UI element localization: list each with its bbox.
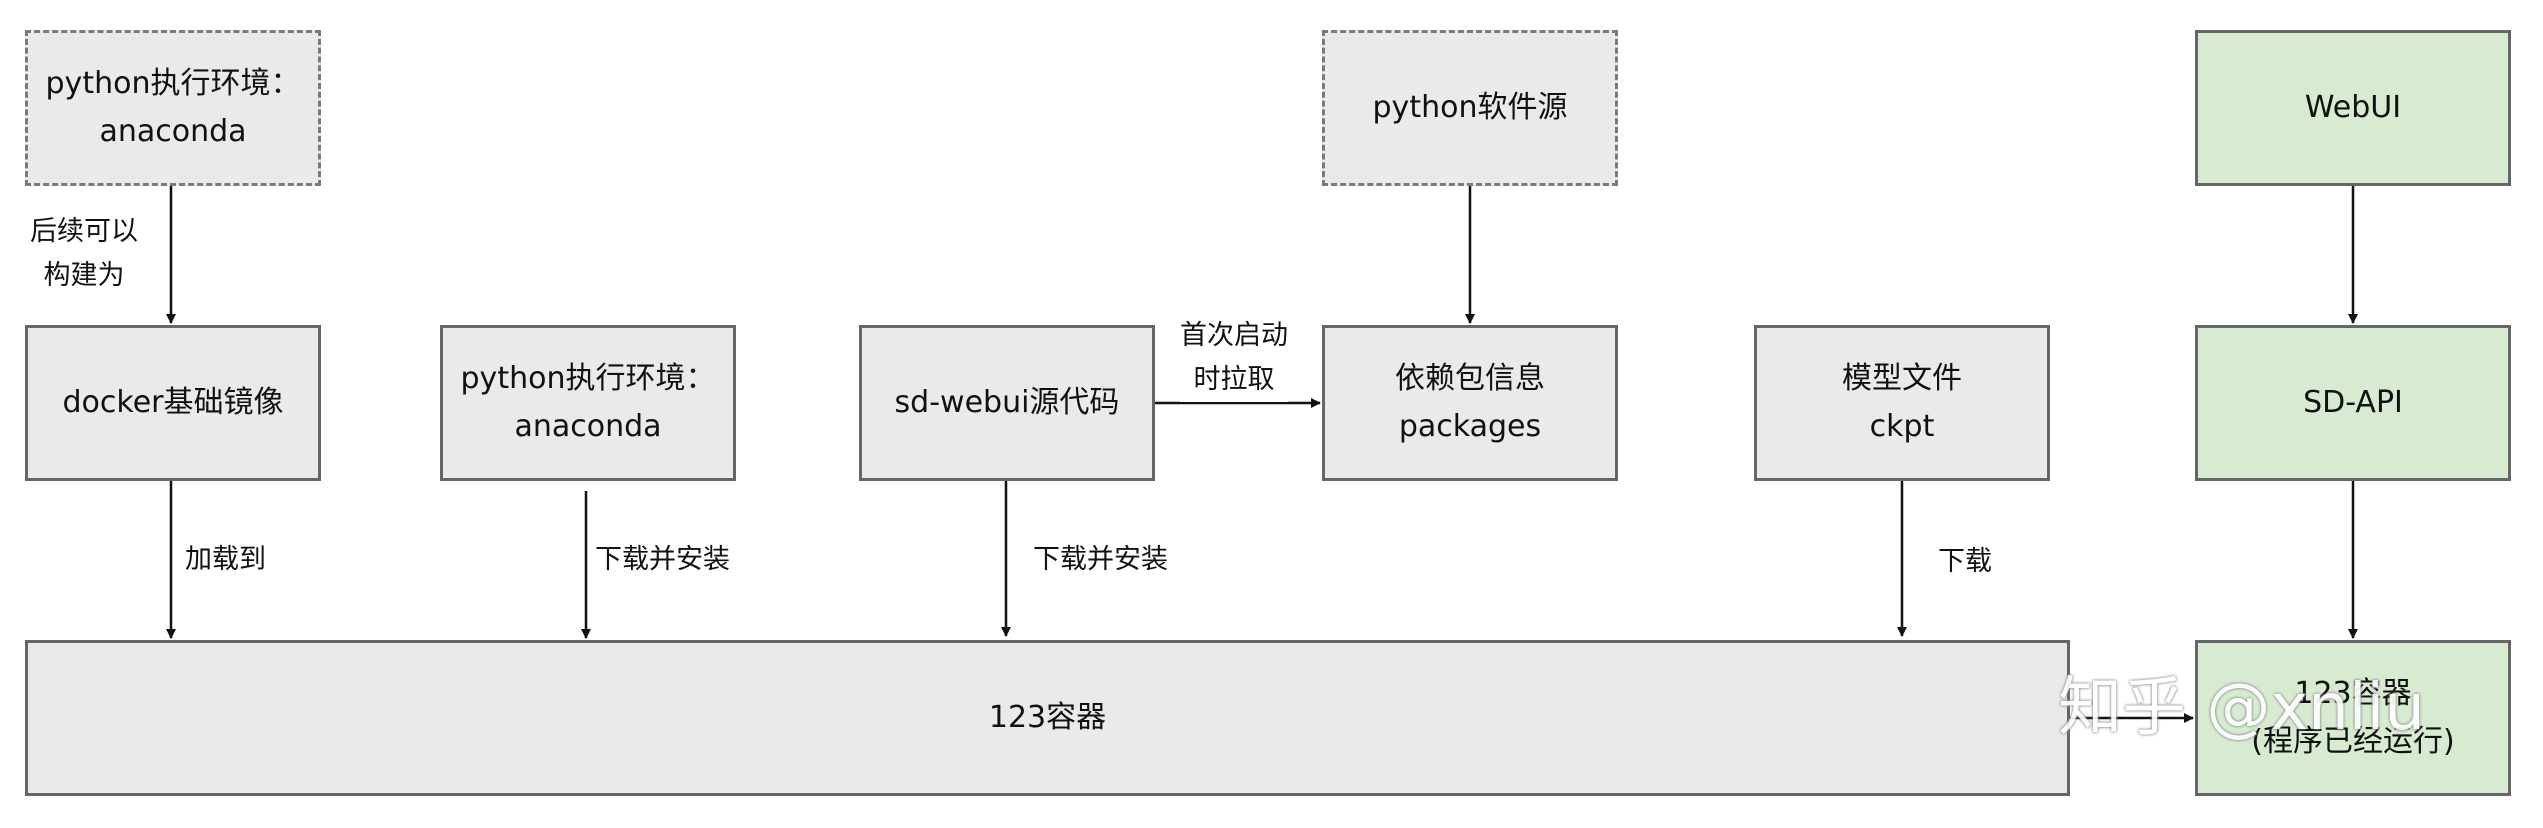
edge-label-download-install-1: 下载并安装: [595, 538, 730, 582]
sd-api-node: SD-API: [2195, 325, 2511, 481]
docker-base-image-node: docker基础镜像: [25, 325, 321, 481]
edge-label-build-as: 后续可以 构建为: [30, 210, 138, 298]
dependencies-node: 依赖包信息 packages: [1322, 325, 1618, 481]
edge-label-download-install-2-text: 下载并安装: [1033, 544, 1168, 575]
docker-base-image-label: docker基础镜像: [62, 385, 284, 420]
container-node: 123容器: [25, 640, 2070, 796]
edge-label-load-to: 加载到: [185, 538, 266, 582]
edge-label-download-text: 下载: [1938, 546, 1992, 577]
sd-webui-source-node: sd-webui源代码: [859, 325, 1155, 481]
sd-webui-source-label: sd-webui源代码: [894, 385, 1120, 420]
model-files-line-2: ckpt: [1869, 409, 1935, 444]
edge-label-pull-on-start-line-2: 时拉取: [1193, 364, 1275, 395]
python-env-line-2: anaconda: [514, 409, 662, 444]
container-running-node: 123容器 (程序已经运行): [2195, 640, 2511, 796]
container-running-line-1: 123容器: [2294, 676, 2412, 711]
python-env-line-1: python执行环境：: [460, 361, 716, 396]
edge-label-pull-on-start-line-1: 首次启动: [1180, 320, 1288, 351]
python-source-label: python软件源: [1372, 90, 1568, 125]
container-running-line-2: (程序已经运行): [2251, 724, 2455, 759]
edge-label-download-install-2: 下载并安装: [1033, 538, 1168, 582]
python-env-top-node: python执行环境： anaconda: [25, 30, 321, 186]
edge-label-build-as-line-1: 后续可以: [30, 216, 138, 247]
sd-api-label: SD-API: [2303, 385, 2403, 420]
watermark-text: 知乎 @xnliu: [2058, 671, 2425, 745]
edge-label-build-as-line-2: 构建为: [43, 260, 125, 291]
edge-label-download-install-1-text: 下载并安装: [595, 544, 730, 575]
edge-label-download: 下载: [1938, 540, 1992, 584]
container-label: 123容器: [988, 700, 1107, 735]
python-env-top-line-1: python执行环境：: [45, 66, 301, 101]
dependencies-line-1: 依赖包信息: [1395, 361, 1545, 396]
python-env-node: python执行环境： anaconda: [440, 325, 736, 481]
python-env-top-line-2: anaconda: [99, 114, 247, 149]
model-files-node: 模型文件 ckpt: [1754, 325, 2050, 481]
model-files-line-1: 模型文件: [1842, 361, 1962, 396]
dependencies-line-2: packages: [1398, 409, 1542, 444]
webui-node: WebUI: [2195, 30, 2511, 186]
edge-label-pull-on-start: 首次启动 时拉取: [1180, 314, 1288, 402]
edge-label-load-to-text: 加载到: [185, 544, 266, 575]
python-source-node: python软件源: [1322, 30, 1618, 186]
webui-label: WebUI: [2304, 90, 2402, 125]
